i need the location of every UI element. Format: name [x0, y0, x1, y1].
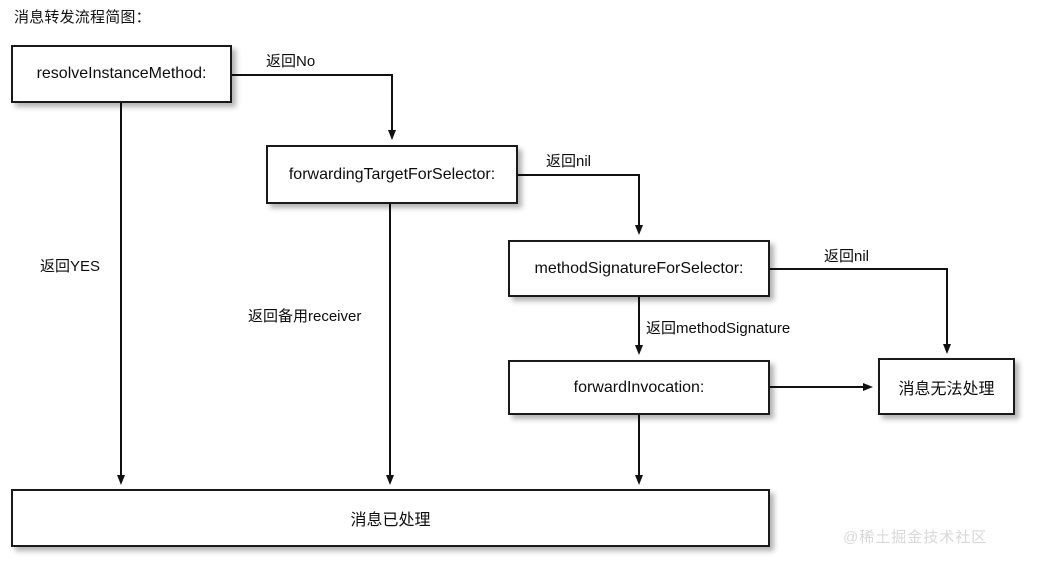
node-message-unhandled[interactable]: 消息无法处理 [878, 358, 1015, 415]
edge-label-return-nil-right: 返回nil [824, 248, 870, 265]
edge-forwardingtarget-to-methodsignature [518, 174, 643, 235]
edge-label-return-yes: 返回YES [40, 258, 101, 275]
node-method-signature-for-selector[interactable]: methodSignatureForSelector: [508, 240, 770, 297]
edge-methodsignature-to-unhandled [770, 268, 951, 354]
node-label: resolveInstanceMethod: [36, 65, 207, 82]
node-label: forwardInvocation: [573, 378, 705, 396]
node-forwarding-target-for-selector[interactable]: forwardingTargetForSelector: [266, 145, 518, 204]
node-label: forwardingTargetForSelector: [288, 165, 496, 183]
node-forward-invocation[interactable]: forwardInvocation: [508, 360, 770, 415]
page-title: 消息转发流程简图： [14, 9, 151, 26]
edge-label-return-method-signature: 返回methodSignature [646, 320, 791, 337]
node-message-handled[interactable]: 消息已处理 [11, 489, 770, 547]
edge-label-return-backup-receiver: 返回备用receiver [248, 308, 362, 325]
edge-label-return-no: 返回No [266, 53, 316, 70]
node-label: methodSignatureForSelector: [534, 259, 744, 277]
node-label: 消息已处理 [350, 512, 431, 529]
edge-label-return-nil-top: 返回nil [546, 153, 592, 170]
edge-resolve-to-forwardingtarget [232, 74, 396, 140]
watermark: @稀土掘金技术社区 [843, 529, 988, 546]
node-label: 消息无法处理 [898, 380, 995, 398]
node-resolve-instance-method[interactable]: resolveInstanceMethod: [11, 45, 232, 103]
